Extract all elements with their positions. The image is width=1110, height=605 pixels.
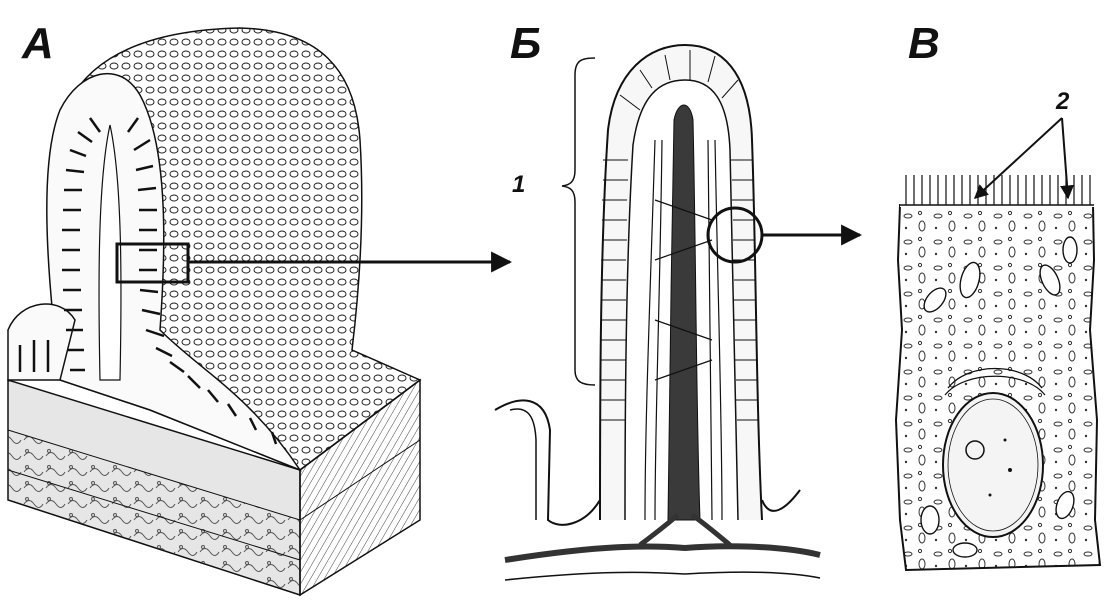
- panel-a-illustration: [8, 28, 510, 595]
- label-microvilli: 2: [1056, 90, 1069, 114]
- villus-height-bracket: [562, 58, 595, 385]
- panel-c-letter: В: [908, 22, 940, 66]
- panel-b-letter: Б: [510, 22, 541, 66]
- label-villus-height: 1: [512, 173, 525, 197]
- nucleus: [943, 393, 1043, 537]
- panel-a-letter: А: [22, 22, 54, 66]
- panel-b-illustration: [495, 45, 860, 580]
- panel-c-illustration: [896, 118, 1100, 570]
